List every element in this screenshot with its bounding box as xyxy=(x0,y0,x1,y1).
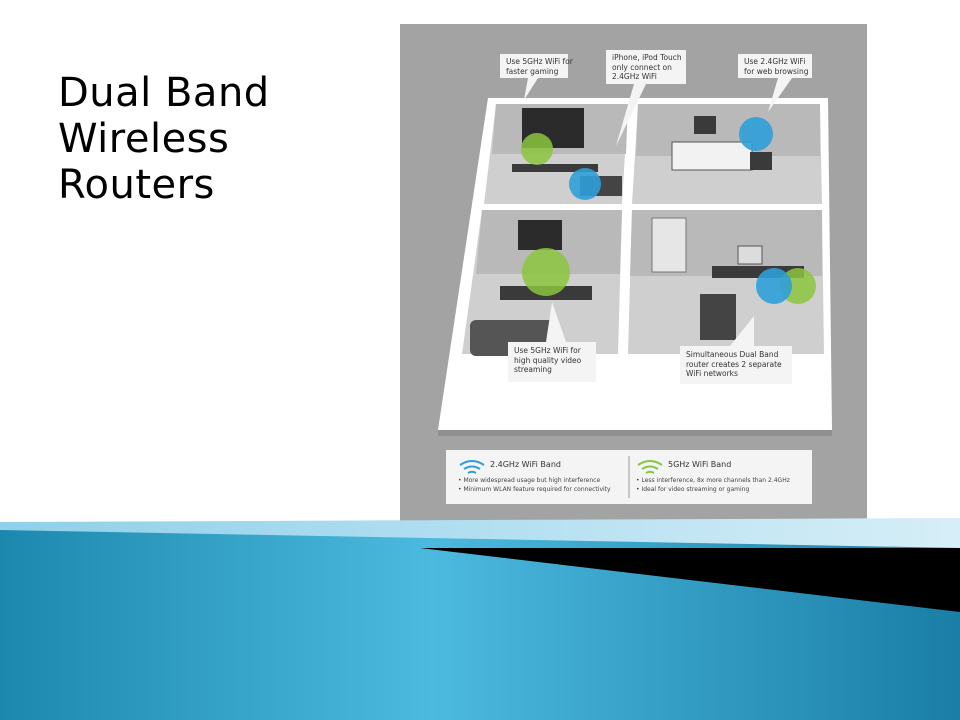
bed xyxy=(671,141,753,171)
signal-24ghz-iphone xyxy=(569,168,601,200)
legend-24ghz-item: Minimum WLAN feature required for connec… xyxy=(458,485,626,494)
callout-video-line-2: high quality video xyxy=(514,355,582,365)
footer-black-wedge xyxy=(420,548,960,612)
legend-5ghz-item: Less interference, 8x more channels than… xyxy=(636,476,808,485)
title-line-1: Dual Band xyxy=(58,70,270,116)
callout-box-gaming xyxy=(500,54,568,100)
legend-5ghz-item: Ideal for video streaming or gaming xyxy=(636,485,808,494)
slide-title: Dual Band Wireless Routers xyxy=(58,70,388,208)
callout-box-web xyxy=(738,54,812,112)
legend-5ghz-list: Less interference, 8x more channels than… xyxy=(636,476,808,494)
door xyxy=(651,217,687,273)
callout-video: Use 5GHz WiFi for high quality video str… xyxy=(514,346,581,375)
callout-web-line-2: for web browsing xyxy=(744,66,809,76)
callout-gaming-line-2: faster gaming xyxy=(506,66,559,76)
chair xyxy=(700,294,736,340)
callout-dual: Simultaneous Dual Band router creates 2 … xyxy=(686,350,782,379)
callout-iphone-line-3: 2.4GHz WiFi xyxy=(612,72,657,81)
title-line-3: Routers xyxy=(58,162,215,208)
callout-video-line-3: streaming xyxy=(514,365,552,374)
callout-web-line-1: Use 2.4GHz WiFi xyxy=(744,57,806,66)
signal-24ghz-web xyxy=(739,117,773,151)
wifi-24ghz-icon xyxy=(459,460,485,474)
callout-iphone-line-2: only connect on xyxy=(612,62,672,72)
callout-iphone-line-1: iPhone, iPod Touch xyxy=(612,53,682,62)
dual-band-house-diagram: Use 5GHz WiFi for faster gaming iPhone, … xyxy=(400,24,867,536)
signal-5ghz-gaming xyxy=(521,133,553,165)
legend-24ghz-item: More widespread usage but high interfere… xyxy=(458,476,626,485)
callout-box-dual xyxy=(680,316,792,384)
legend-5ghz-title: 5GHz WiFi Band xyxy=(668,460,732,469)
house-cutaway-illustration xyxy=(438,50,832,504)
wall-picture xyxy=(694,116,716,134)
callout-web: Use 2.4GHz WiFi for web browsing xyxy=(744,57,809,76)
callout-box-iphone xyxy=(606,50,686,146)
callout-dual-line-3: WiFi networks xyxy=(686,369,738,378)
callout-gaming-line-1: Use 5GHz WiFi for xyxy=(506,57,573,66)
signal-24ghz-router xyxy=(756,268,792,304)
title-line-2: Wireless xyxy=(58,116,230,162)
media-stand xyxy=(512,164,598,172)
callout-box-video xyxy=(508,302,596,382)
wifi-5ghz-icon xyxy=(637,460,663,474)
legend-24ghz-title: 2.4GHz WiFi Band xyxy=(490,460,561,469)
signal-5ghz-video xyxy=(522,248,570,296)
callout-dual-line-2: router creates 2 separate xyxy=(686,359,782,369)
callout-iphone: iPhone, iPod Touch only connect on 2.4GH… xyxy=(612,53,682,82)
callout-video-line-1: Use 5GHz WiFi for xyxy=(514,346,581,355)
tv-bottom xyxy=(518,220,562,250)
legend-24ghz-list: More widespread usage but high interfere… xyxy=(458,476,626,494)
callout-gaming: Use 5GHz WiFi for faster gaming xyxy=(506,57,573,76)
callout-dual-line-1: Simultaneous Dual Band xyxy=(686,350,779,359)
laptop xyxy=(737,245,763,265)
